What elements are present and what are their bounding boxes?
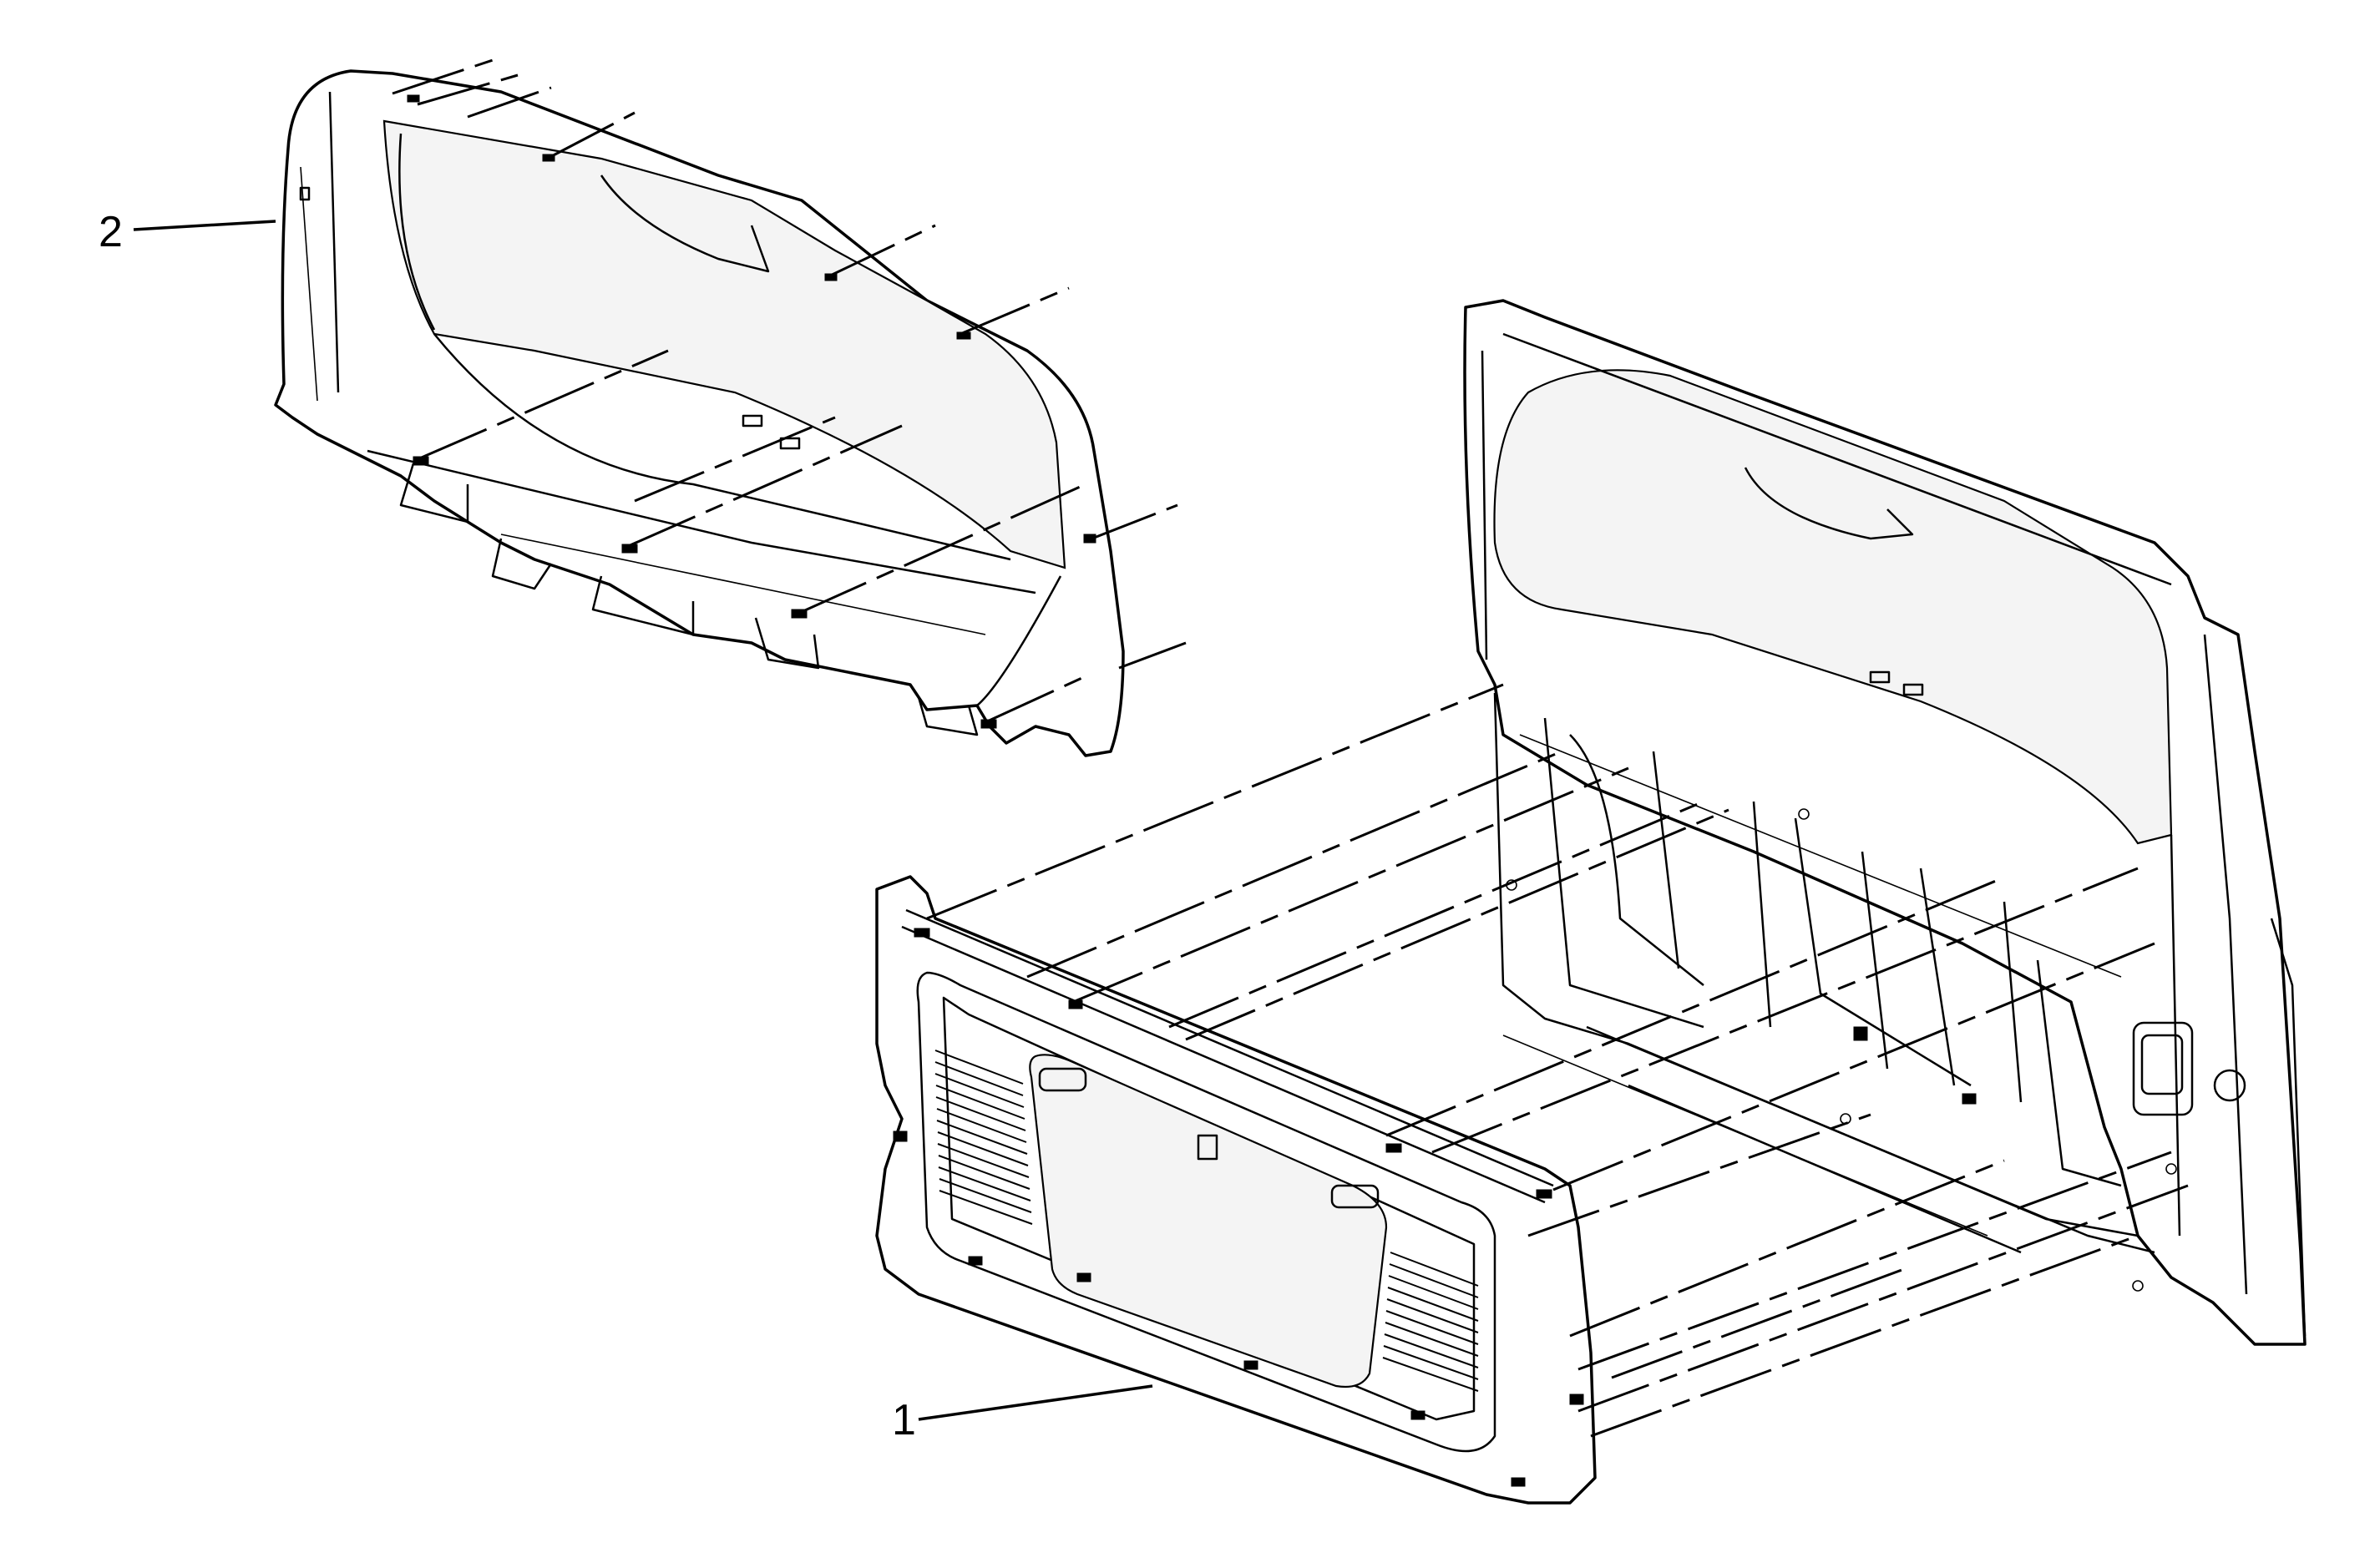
vehicle-rear-body	[1463, 299, 2307, 1346]
callout-label-1: 1	[892, 1396, 916, 1444]
part-2-alignment-lines	[392, 58, 1187, 724]
callout-label-2: 2	[99, 208, 123, 256]
left-vent-grille	[934, 1050, 1033, 1225]
callout-2: 2	[99, 208, 276, 256]
part-1-alignment-lines	[926, 683, 2189, 1438]
right-vent-grille	[1382, 1252, 1479, 1392]
callout-1: 1	[892, 1384, 1153, 1444]
part-2-upper-trim-panel	[274, 69, 1125, 757]
part-1-lower-trim-panel	[875, 875, 1597, 1505]
